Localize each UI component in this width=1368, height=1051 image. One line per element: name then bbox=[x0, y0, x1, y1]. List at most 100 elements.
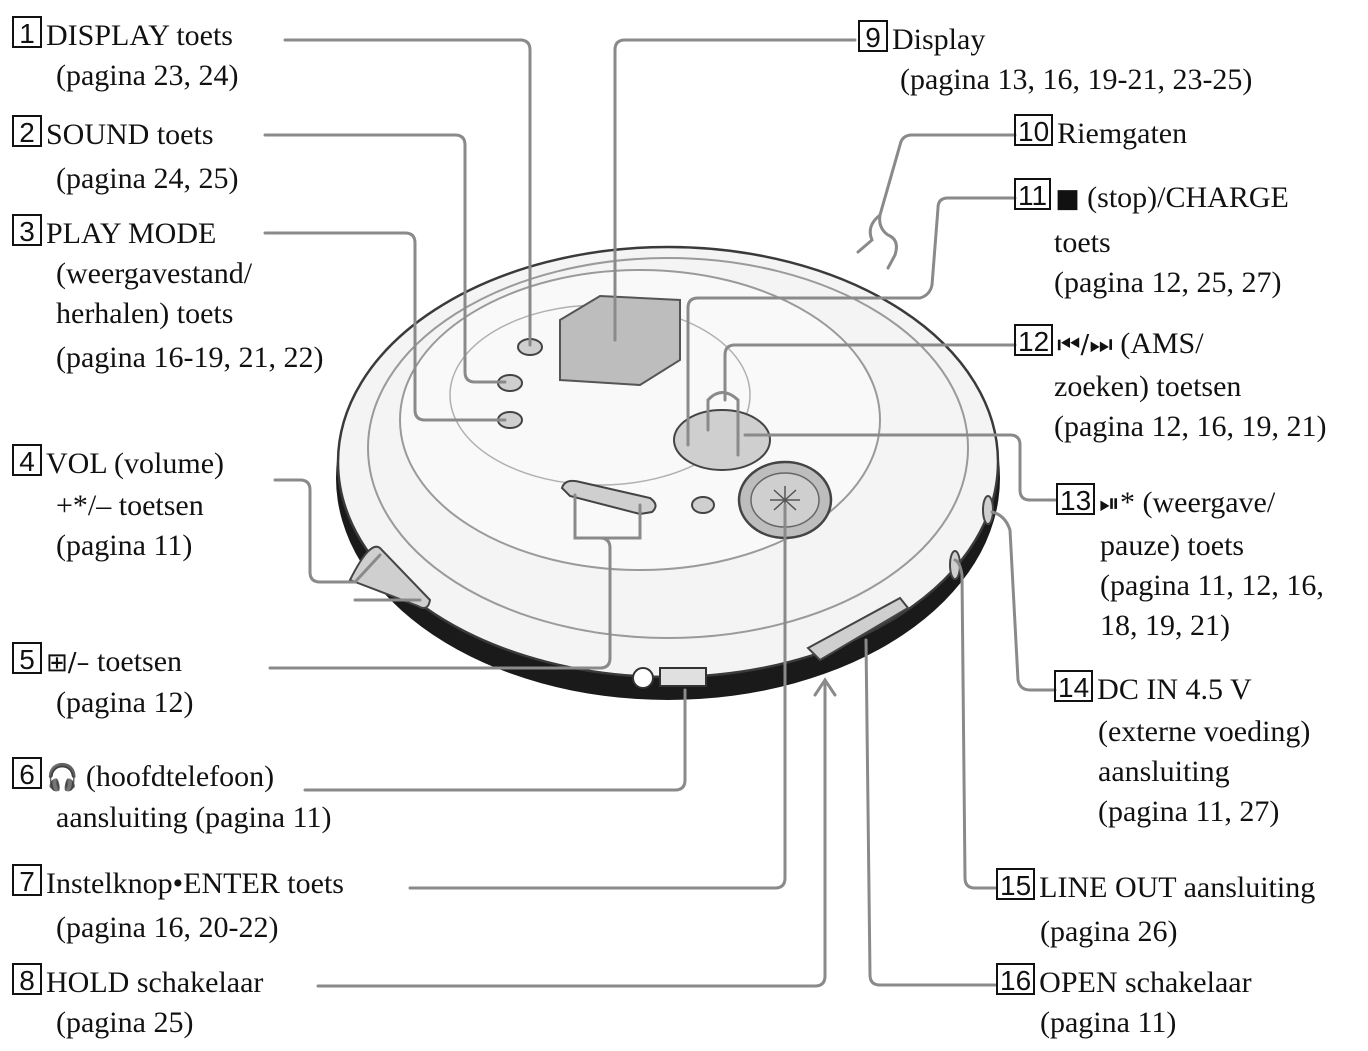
label-15-title: LINE OUT aansluiting bbox=[1039, 871, 1316, 904]
label-13-line-3: (pagina 11, 12, 16, bbox=[1100, 569, 1324, 602]
small-button bbox=[691, 496, 715, 514]
label-4-title: VOL (volume) bbox=[46, 447, 225, 480]
label-11-number: 11 bbox=[1014, 178, 1052, 211]
leader-1 bbox=[283, 38, 532, 347]
leader-16 bbox=[864, 638, 997, 987]
label-4-number: 4 bbox=[12, 444, 42, 477]
cd-player-body bbox=[336, 245, 1000, 700]
label-14-pages: (pagina 11, 27) bbox=[1098, 795, 1280, 828]
label-14-number: 14 bbox=[1054, 670, 1094, 703]
display-window bbox=[559, 294, 681, 387]
leader-2 bbox=[263, 133, 507, 384]
prev-next-icon: ⏮/⏭ bbox=[1057, 330, 1113, 360]
label-5: 5⊞/– toetsen (pagina 12) bbox=[12, 642, 193, 723]
label-14-line-3: aansluiting bbox=[1098, 755, 1230, 788]
label-14-title: DC IN 4.5 V bbox=[1097, 673, 1252, 706]
play-pause-icon: ⏯ bbox=[1099, 489, 1120, 519]
label-8-pages: (pagina 25) bbox=[56, 1006, 194, 1039]
label-13-line-4: 18, 19, 21) bbox=[1100, 609, 1230, 642]
label-5-pages: (pagina 12) bbox=[56, 686, 194, 719]
plus-minus-buttons bbox=[560, 479, 657, 516]
leader-4 bbox=[273, 478, 357, 584]
label-1-pages: (pagina 23, 24) bbox=[56, 59, 239, 92]
plus-minus-icon: ⊞/– bbox=[46, 648, 90, 678]
label-16-number: 16 bbox=[996, 963, 1036, 996]
label-10-title: Riemgaten bbox=[1057, 117, 1188, 150]
label-16-title: OPEN schakelaar bbox=[1039, 966, 1252, 999]
label-4-pages: (pagina 11) bbox=[56, 529, 193, 562]
dial-mark-4 bbox=[773, 489, 797, 511]
leader-5b bbox=[573, 493, 642, 540]
label-1-title: DISPLAY toets bbox=[46, 19, 233, 52]
leader-10b bbox=[856, 213, 882, 254]
stop-icon: ■ bbox=[1055, 184, 1080, 214]
leader-6 bbox=[303, 688, 687, 792]
label-11-title: (stop)/CHARGE bbox=[1079, 181, 1289, 214]
label-11-line-2: toets bbox=[1054, 226, 1111, 259]
volume-buttons bbox=[348, 545, 432, 609]
label-7-number: 7 bbox=[12, 864, 42, 897]
leader-15 bbox=[953, 558, 997, 890]
label-3-pages: (pagina 16-19, 21, 22) bbox=[56, 341, 324, 374]
label-15-pages: (pagina 26) bbox=[1040, 915, 1178, 948]
label-5-number: 5 bbox=[12, 642, 42, 675]
label-3-line-2: (weergavestand/ bbox=[56, 257, 253, 290]
label-13: 13⏯* (weergave/ pauze) toets (pagina 11,… bbox=[1056, 483, 1324, 646]
label-11-pages: (pagina 12, 25, 27) bbox=[1054, 266, 1282, 299]
label-2-number: 2 bbox=[12, 115, 42, 148]
label-13-number: 13 bbox=[1056, 483, 1096, 516]
label-14-line-2: (externe voeding) bbox=[1098, 715, 1311, 748]
leader-12 bbox=[723, 343, 1017, 402]
label-13-line-2: pauze) toets bbox=[1100, 529, 1245, 562]
label-4-line-2: +*/– toetsen bbox=[56, 489, 204, 522]
leader-14 bbox=[990, 510, 1057, 692]
side-jack-dc bbox=[982, 495, 994, 525]
label-13-title: * (weergave/ bbox=[1119, 486, 1276, 519]
label-5-title: toetsen bbox=[89, 645, 183, 678]
label-3-line-3: herhalen) toets bbox=[56, 297, 234, 330]
leader-12b bbox=[706, 391, 740, 457]
label-9-number: 9 bbox=[858, 20, 888, 53]
label-6-number: 6 bbox=[12, 757, 42, 790]
label-12-title: (AMS/ bbox=[1112, 327, 1204, 360]
label-8-number: 8 bbox=[12, 963, 42, 996]
label-8-title: HOLD schakelaar bbox=[46, 966, 264, 999]
label-6-line-2: aansluiting (pagina 11) bbox=[56, 801, 332, 834]
leader-8 bbox=[316, 680, 827, 988]
label-12-number: 12 bbox=[1014, 324, 1054, 357]
leader-lines bbox=[263, 38, 1057, 988]
label-2-title: SOUND toets bbox=[46, 118, 214, 151]
label-12: 12⏮/⏭ (AMS/ zoeken) toetsen (pagina 12, … bbox=[1014, 324, 1326, 447]
headphone-jack bbox=[632, 667, 654, 689]
label-2-pages: (pagina 24, 25) bbox=[56, 162, 239, 195]
label-11: 11■ (stop)/CHARGE toets (pagina 12, 25, … bbox=[1014, 178, 1289, 303]
leader-3 bbox=[263, 231, 507, 422]
label-12-line-2: zoeken) toetsen bbox=[1054, 370, 1242, 403]
label-3-number: 3 bbox=[12, 214, 42, 247]
leader-10 bbox=[878, 133, 1017, 270]
label-1-number: 1 bbox=[12, 16, 42, 49]
headphone-slot bbox=[659, 667, 707, 687]
label-15-number: 15 bbox=[996, 868, 1036, 901]
label-7-title: Instelknop•ENTER toets bbox=[46, 867, 344, 900]
label-9-pages: (pagina 13, 16, 19-21, 23-25) bbox=[900, 63, 1253, 96]
label-6-title: (hoofdtelefoon) bbox=[78, 760, 275, 793]
leader-13 bbox=[743, 433, 1057, 502]
body-rim bbox=[367, 257, 969, 639]
label-7-pages: (pagina 16, 20-22) bbox=[56, 911, 279, 944]
label-9-title: Display bbox=[892, 23, 986, 56]
leader-9 bbox=[613, 38, 857, 342]
label-16-pages: (pagina 11) bbox=[1040, 1006, 1177, 1039]
label-12-pages: (pagina 12, 16, 19, 21) bbox=[1054, 410, 1327, 443]
